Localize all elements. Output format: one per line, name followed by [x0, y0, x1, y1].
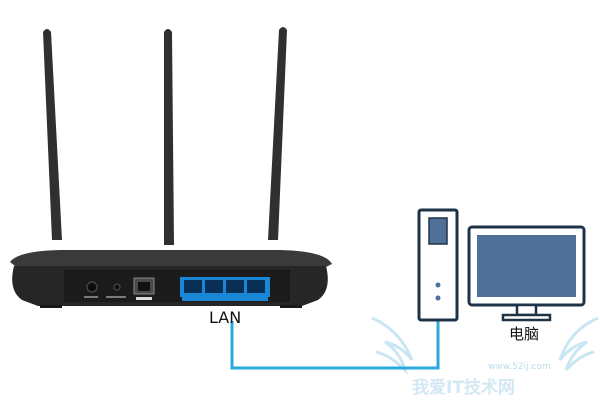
reset-button [113, 283, 121, 291]
pc-tower-light-1 [435, 282, 441, 288]
power-port [86, 281, 98, 293]
monitor-stand [501, 313, 552, 322]
pc-tower-light-2 [435, 295, 441, 301]
lan-port-3 [226, 280, 244, 293]
router [10, 250, 332, 308]
wan-label [136, 297, 152, 300]
computer-label: 电脑 [509, 325, 540, 343]
power-port-label [84, 296, 98, 298]
watermark-url: www.52ij.com [488, 362, 551, 372]
router-antennas [43, 27, 287, 245]
wan-port-hole [138, 282, 150, 291]
pc-tower-drive [428, 217, 448, 245]
reset-label [106, 296, 126, 298]
monitor [467, 225, 586, 322]
monitor-screen [477, 235, 576, 297]
lan-ports [180, 277, 270, 301]
watermark-wing-right [558, 316, 599, 372]
lan-label: LAN [209, 308, 242, 327]
lan-port-2 [205, 280, 223, 293]
lan-port-1 [184, 280, 202, 293]
antenna-right [268, 27, 287, 240]
watermark-wing-left [371, 316, 414, 376]
router-foot-right [280, 305, 302, 308]
pc-tower [417, 208, 459, 322]
monitor-neck [515, 303, 538, 317]
watermark-graphic [371, 316, 599, 376]
lan-port-labels [182, 297, 268, 301]
antenna-left [43, 29, 62, 240]
lan-port-4 [247, 280, 265, 293]
lan-cable [230, 321, 440, 370]
watermark-text: 我爱IT技术网 [412, 378, 515, 398]
router-foot-left [40, 305, 62, 308]
router-top [10, 250, 332, 270]
antenna-middle [164, 29, 174, 245]
